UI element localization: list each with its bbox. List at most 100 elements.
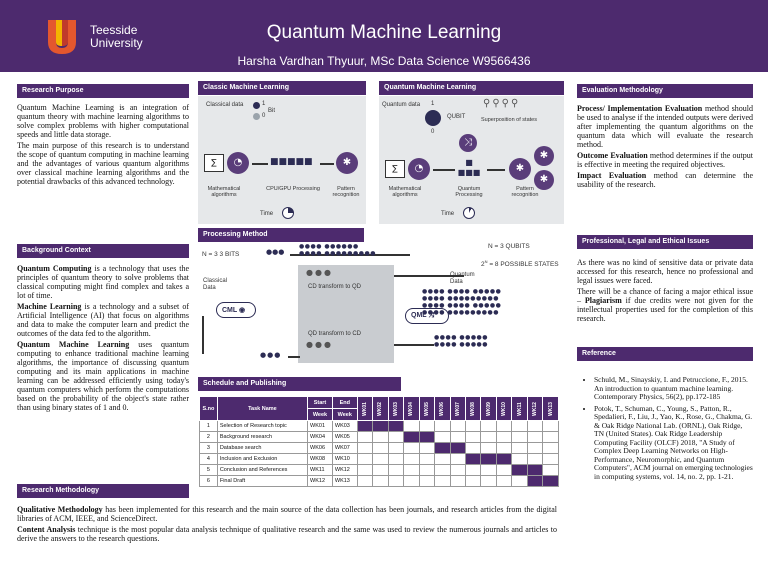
gantt-cell	[495, 442, 513, 454]
cpu-chip-icon: ■■■■■	[270, 157, 313, 167]
gantt-cell	[480, 475, 497, 487]
quantum-shuffle-icon: ⤨	[459, 134, 477, 152]
gantt-cell	[434, 464, 451, 476]
gantt-cell	[356, 464, 374, 476]
chart-icon: ◔	[408, 158, 430, 180]
gantt-cell	[526, 442, 544, 454]
quantum-processor-icon: ■■■■	[457, 158, 481, 177]
quantum-ml-diagram: Quantum data 1 0 QUBIT ⚲⚲⚲⚲ Superpositio…	[379, 96, 564, 224]
bit-zero-icon	[253, 113, 260, 120]
flow-arrow	[290, 254, 410, 256]
gantt-cell	[464, 453, 482, 465]
research-purpose-text: Quantum Machine Learning is an integrati…	[17, 103, 189, 186]
flow-arrow	[252, 163, 268, 165]
gantt-cell	[526, 420, 544, 432]
schedule-cell-task: Selection of Research topic	[216, 420, 309, 432]
gantt-cell	[464, 464, 482, 476]
gantt-cell	[372, 464, 389, 476]
qubit-dots-icon: ●●●● ●●●● ●●●●●●●●● ●●●●●●●●●●●●● ●●●● ●…	[422, 288, 502, 316]
processing-heading: Processing Method	[198, 228, 364, 242]
professional-text: As there was no kind of sensitive data o…	[577, 258, 753, 323]
classic-ml-heading: Classic Machine Learning	[198, 81, 366, 95]
gantt-cell	[403, 464, 420, 476]
gantt-cell	[356, 420, 374, 432]
gantt-cell	[464, 442, 482, 454]
schedule-cell-start: WK04	[307, 431, 333, 443]
gantt-cell	[449, 442, 467, 454]
flow-arrow	[394, 344, 434, 346]
gantt-cell	[372, 442, 389, 454]
schedule-cell-task: Inclusion and Exclusion	[216, 453, 309, 465]
gantt-cell	[387, 431, 405, 443]
gantt-cell	[418, 442, 436, 454]
schedule-cell-task: Background research	[216, 431, 309, 443]
gantt-cell	[480, 464, 497, 476]
poster-title: Quantum Machine Learning	[266, 22, 502, 43]
gantt-cell	[542, 453, 559, 465]
poster-author: Harsha Vardhan Thyuur, MSc Data Science …	[237, 54, 531, 68]
superposition-icon: ⚲⚲⚲⚲	[483, 98, 521, 109]
pattern-network-icon: ✱	[534, 170, 554, 190]
background-heading: Background Context	[17, 244, 189, 258]
transform-panel	[298, 265, 394, 363]
schedule-cell-task: Database search	[216, 442, 309, 454]
gantt-cell	[387, 442, 405, 454]
gantt-cell	[526, 453, 544, 465]
flow-arrow	[320, 163, 334, 165]
flow-arrow	[433, 169, 455, 171]
gantt-cell	[418, 431, 436, 443]
gantt-cell	[372, 420, 389, 432]
transform-dots-icon: ●●●	[306, 340, 333, 349]
gantt-cell	[372, 475, 389, 487]
gantt-cell	[387, 420, 405, 432]
poster-header: Teesside University Quantum Machine Lear…	[0, 0, 768, 72]
gantt-cell	[511, 464, 528, 476]
gantt-cell	[434, 420, 451, 432]
schedule-cell-end: WK10	[331, 453, 358, 465]
gantt-cell	[449, 453, 467, 465]
gantt-cell	[511, 420, 528, 432]
schedule-heading: Schedule and Publishing	[198, 377, 401, 391]
gantt-cell	[449, 431, 467, 443]
quantum-ml-heading: Quantum Machine Learning	[379, 81, 564, 95]
gantt-cell	[495, 464, 513, 476]
reference-item: Potok, T., Schuman, C., Young, S., Patto…	[594, 404, 753, 482]
research-purpose-heading: Research Purpose	[17, 84, 189, 98]
schedule-cell-end: WK13	[331, 475, 358, 487]
transform-dots-icon: ●●●	[306, 268, 333, 277]
gantt-cell	[526, 431, 544, 443]
evaluation-heading: Evaluation Methodology	[577, 84, 753, 98]
gantt-cell	[418, 453, 436, 465]
methodology-heading: Research Methodology	[17, 484, 189, 498]
gantt-cell	[449, 464, 467, 476]
gantt-cell	[434, 442, 451, 454]
gantt-cell	[464, 475, 482, 487]
gantt-cell	[434, 431, 451, 443]
pattern-network-icon: ✱	[336, 152, 358, 174]
methodology-text: Qualitative Methodology has been impleme…	[17, 505, 558, 543]
background-text: Quantum Computing is a technology that u…	[17, 264, 189, 412]
gantt-cell	[464, 420, 482, 432]
schedule-cell-end: WK12	[331, 464, 358, 476]
schedule-cell-start: WK08	[307, 453, 333, 465]
gantt-cell	[449, 475, 467, 487]
bit-one-icon	[253, 102, 260, 109]
gantt-cell	[418, 464, 436, 476]
reference-list: Schuld, M., Sinayskiy, I. and Petruccion…	[585, 375, 753, 484]
math-algorithm-icon: ∑	[385, 160, 405, 178]
schedule-cell-start: WK12	[307, 475, 333, 487]
gantt-cell	[403, 420, 420, 432]
gantt-cell	[480, 420, 497, 432]
gantt-cell	[418, 420, 436, 432]
gantt-cell	[526, 464, 544, 476]
gantt-cell	[356, 475, 374, 487]
gantt-cell	[511, 475, 528, 487]
gantt-cell	[403, 431, 420, 443]
gantt-cell	[449, 420, 467, 432]
schedule-cell-sno: 2	[199, 431, 218, 443]
gantt-cell	[480, 431, 497, 443]
